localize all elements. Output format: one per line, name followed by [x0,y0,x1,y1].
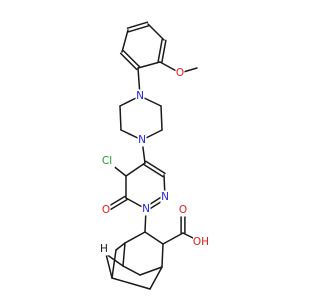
bond-a9-a6 [149,266,163,290]
bond-a7-a8 [105,253,113,279]
atom-label-background [141,202,151,216]
bond-ar2-ar3 [147,23,165,41]
atom-n-pd1: N [160,190,170,204]
bond-ar6-ar1 [137,61,161,69]
bond-ar4-ar5 [121,29,129,53]
atom-label-background [99,154,115,168]
atom-n-pd2: N [141,202,151,216]
bond-c4-c5-b [145,160,166,175]
atom-o-ether: O [175,66,185,80]
atom-label: O [179,204,187,216]
atom-label-background [101,203,111,217]
bond-p1-p2 [119,105,122,131]
bond-a3-a10 [115,242,126,251]
atom-o-acid-dbl: O [178,203,188,217]
atom-label-background [193,235,209,249]
bond-a10-a8 [111,249,117,279]
bond-a6-a2 [161,243,164,268]
atom-label: N [142,203,150,215]
atom-label: Cl [102,155,112,167]
atom-label: N [138,134,146,146]
bond-ar5-ar6-b [122,49,141,68]
bond-c3-c4 [125,162,146,177]
atom-label: H [100,243,108,255]
bond-a8-a9 [111,277,151,290]
atom-label-background [135,89,145,103]
bond-ar1-ar2-a [161,39,167,64]
atom-n-pip2: N [137,133,147,147]
bond-c4-c5-a [143,163,164,178]
bond-a4-a5 [122,265,141,276]
bond-a1-a3 [124,231,146,244]
bond-p3-p4 [160,105,163,131]
bond-a1-a2 [144,231,164,245]
atom-label-background [137,133,147,147]
atom-label: N [136,90,144,102]
bond-a2-c_acid [162,232,184,245]
atom-label-background [178,203,188,217]
atom-label-background [99,242,109,256]
bond-ar3-ar4-a [126,21,149,29]
bond-a3-a4 [122,242,126,267]
atom-label: O [102,204,110,216]
bond-layer [104,21,202,290]
atom-h-bridge: H [99,242,109,256]
atom-label-background [160,190,170,204]
atom-cl: Cl [99,154,115,168]
atom-label: O [176,67,184,79]
bond-ar3-ar4-b [127,25,150,33]
bond-ar1-ar2-b [157,38,163,63]
atom-o-keto: O [101,203,111,217]
atom-oh-acid: OH [193,235,209,249]
bond-ar5-ar6-a [119,52,138,71]
atom-label-background [175,66,185,80]
bond-a5-a6 [139,266,163,276]
atom-label: N [161,191,169,203]
atom-label: OH [193,236,209,248]
atom-n-pip1: N [135,89,145,103]
